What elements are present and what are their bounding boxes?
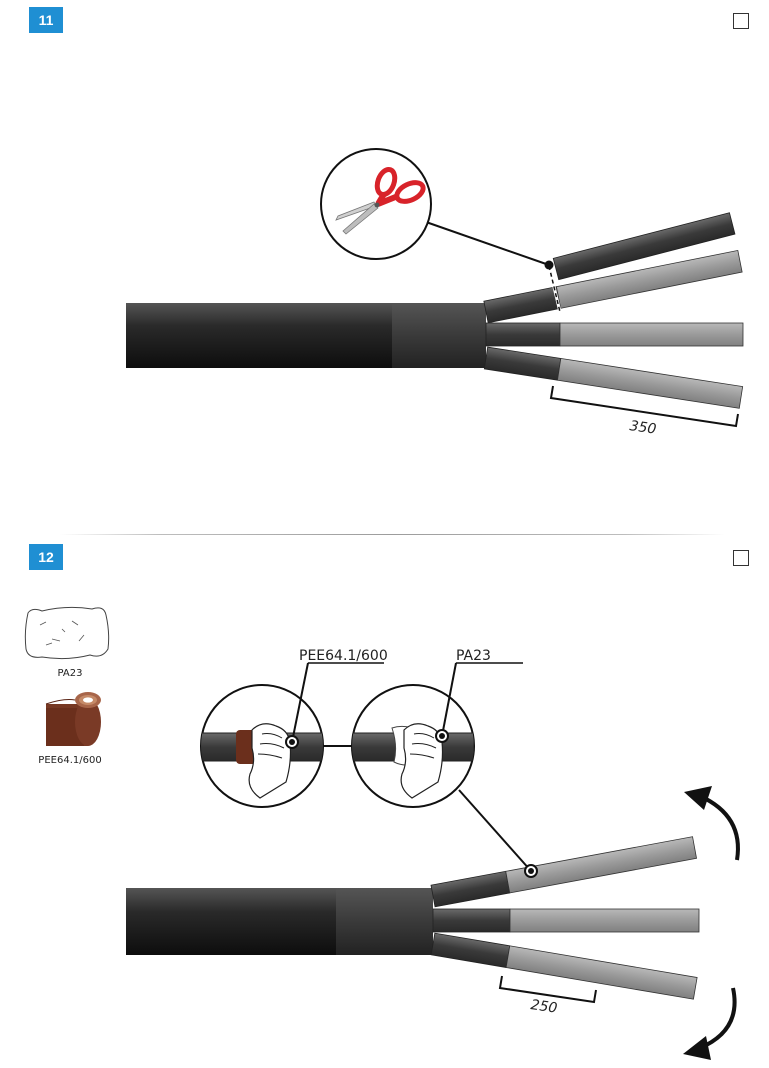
hand-icon: [400, 723, 444, 799]
step11-illustration: 350: [126, 148, 744, 438]
dimension-label: 350: [629, 418, 658, 438]
cable-sheath-end: [392, 303, 486, 368]
core-upper: [430, 836, 698, 908]
callout-line-cleaning: [441, 662, 457, 737]
cable-outer-sheath: [126, 888, 336, 955]
leader-line: [458, 789, 532, 872]
dimension-bracket: [549, 385, 739, 428]
cable-sheath-end: [336, 888, 433, 955]
callout-label-abrasive: PEE64.1/600: [299, 648, 388, 664]
core-lower: [483, 346, 744, 409]
dimension-bracket: [498, 975, 597, 1004]
cut-core-piece: [552, 212, 736, 281]
rotate-arrow-up-icon: [684, 786, 740, 861]
step-number-badge: 11: [29, 7, 63, 33]
core-lower: [430, 932, 698, 1000]
rotate-arrow-down-icon: [683, 987, 737, 1060]
step12-illustration: PEE64.1/600 PA23 250: [126, 648, 740, 1060]
abrasive-roll-icon: [45, 692, 101, 746]
part-label-pa23: PA23: [57, 668, 83, 679]
step-checkbox[interactable]: [733, 550, 749, 566]
part-label-pee64: PEE64.1/600: [38, 755, 102, 766]
dimension-label: 250: [530, 997, 559, 1017]
step-number-badge: 12: [29, 544, 63, 570]
scissors-icon: [335, 166, 426, 235]
leader-line: [425, 221, 550, 266]
callout-line-abrasive: [291, 662, 309, 743]
leader-dot: [544, 260, 554, 270]
hand-icon: [248, 723, 292, 799]
callout-label-cleaning: PA23: [456, 648, 491, 664]
core-middle: [432, 908, 700, 933]
core-middle: [485, 322, 744, 347]
core-upper: [483, 249, 743, 324]
cable-outer-sheath: [126, 303, 392, 368]
section-divider: [60, 534, 725, 535]
step-checkbox[interactable]: [733, 13, 749, 29]
cleaning-tissue-icon: [24, 606, 110, 660]
